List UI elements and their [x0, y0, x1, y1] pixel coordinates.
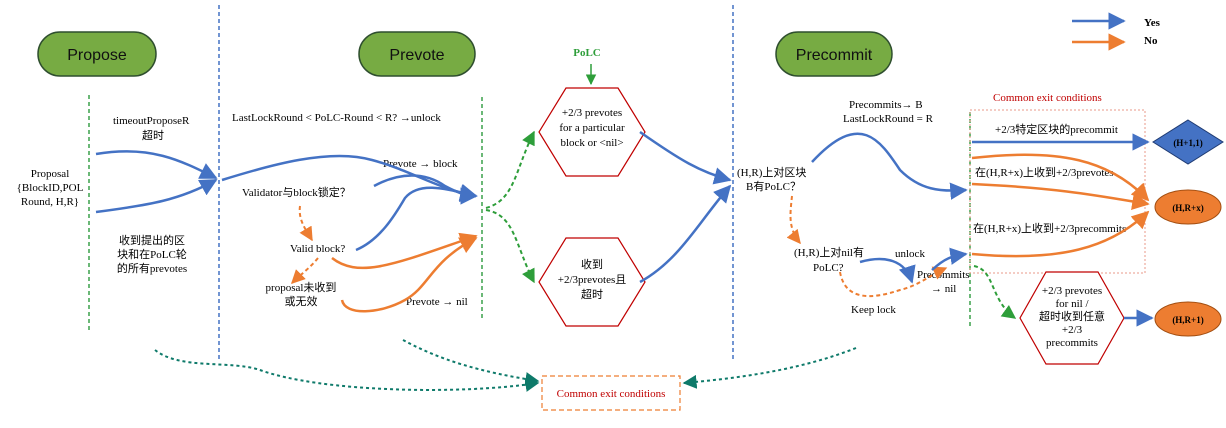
- hex-polc-timeout: 收到 +2/3prevotes且 超时: [538, 237, 646, 327]
- locked-question: Validator与block锁定？: [242, 185, 351, 199]
- phase-propose: Propose: [37, 31, 157, 77]
- arrow-locked-no: [298, 205, 313, 242]
- legend-no-label: No: [1144, 35, 1158, 47]
- exit-line-1: +2/3特定区块的precommit: [995, 122, 1118, 136]
- svg-text:block or <nil>: block or <nil>: [560, 137, 623, 149]
- arrow-exit-from-prevote: [402, 339, 540, 386]
- exit-line-3: 在(H,R+x)上收到+2/3precommits: [973, 221, 1126, 235]
- svg-text:收到: 收到: [581, 257, 603, 271]
- svg-text:Common exit conditions: Common exit conditions: [557, 388, 666, 400]
- svg-text:for nil /: for nil /: [1056, 298, 1090, 310]
- bottom-exit-box: Common exit conditions: [541, 375, 681, 411]
- proposal-label-2: {BlockID,POL: [17, 182, 84, 194]
- svg-text:+2/3prevotes且: +2/3prevotes且: [558, 274, 627, 286]
- svg-text:Precommit: Precommit: [796, 47, 873, 64]
- svg-text:Prevote: Prevote: [389, 47, 444, 64]
- svg-text:+2/3: +2/3: [1062, 324, 1083, 336]
- propose-timeout-label: timeoutProposeR: [113, 115, 190, 127]
- valid-question: Valid block?: [290, 243, 345, 255]
- svg-text:(H,R+1): (H,R+1): [1172, 315, 1203, 325]
- target-next-height: (H+1,1): [1152, 119, 1224, 165]
- arrow-exit-round-x-1: [971, 153, 1150, 202]
- arrow-exit-from-precommit: [682, 347, 857, 389]
- polc-nil-question-2: PoLC?: [813, 262, 844, 274]
- arrow-prevote-hex2: [485, 209, 535, 284]
- phase-prevote: Prevote: [358, 31, 476, 77]
- svg-text:超时: 超时: [581, 287, 603, 301]
- svg-text:(H,R+x): (H,R+x): [1172, 203, 1203, 213]
- arrow-invalid-nil: [340, 236, 478, 313]
- prevote-nil-label: Prevote → nil: [406, 296, 468, 308]
- polc-block-question-2: B有PoLC？: [746, 179, 801, 193]
- svg-text:+2/3 prevotes: +2/3 prevotes: [1042, 285, 1102, 297]
- svg-text:+2/3 prevotes: +2/3 prevotes: [562, 107, 622, 119]
- phase-precommit: Precommit: [775, 31, 893, 77]
- hex-precommit-nil: +2/3 prevotes for nil / 超时收到任意 +2/3 prec…: [1019, 271, 1125, 365]
- arrow-hex1-precommit: [639, 130, 732, 185]
- arrow-nil-precommit: [931, 247, 968, 271]
- arrow-valid-no: [291, 257, 319, 284]
- arrow-timeout: [95, 150, 218, 180]
- arrow-polc-no: [786, 195, 801, 245]
- precommit-condition-2: LastLockRound = R: [843, 113, 934, 125]
- exit-line-2: 在(H,R+x)上收到+2/3prevotes: [975, 165, 1114, 179]
- arrow-exit-from-propose: [154, 349, 540, 392]
- invalid-label-2: 或无效: [285, 294, 318, 308]
- received-label: 收到提出的区: [119, 233, 185, 247]
- arrow-unlock: [859, 257, 916, 284]
- prevote-condition: LastLockRound < PoLC-Round < R? →unlock: [232, 112, 441, 124]
- polc-block-question: (H,R)上对区块: [737, 165, 806, 179]
- target-round-next: (H,R+1): [1154, 301, 1222, 337]
- proposal-label: Proposal: [31, 168, 70, 180]
- arrow-hex2-precommit: [639, 184, 732, 284]
- polc-nil-question: (H,R)上对nil有: [794, 245, 864, 259]
- received-label-3: 的所有prevotes: [117, 261, 187, 275]
- hex-polc-block: +2/3 prevotes for a particular block or …: [538, 87, 646, 177]
- arrow-exit-round-x-3: [971, 210, 1150, 258]
- svg-text:Propose: Propose: [67, 47, 127, 64]
- svg-text:(H+1,1): (H+1,1): [1173, 138, 1202, 148]
- precommit-condition: Precommits→ B: [849, 99, 923, 111]
- unlock-label: unlock: [895, 248, 925, 260]
- svg-text:超时收到任意: 超时收到任意: [1039, 309, 1105, 323]
- arrow-received: [95, 178, 218, 214]
- svg-text:precommits: precommits: [1046, 337, 1098, 349]
- arrow-valid-block: [355, 183, 478, 252]
- svg-text:for a particular: for a particular: [559, 122, 625, 134]
- arrow-exit-round-x-2: [971, 182, 1150, 211]
- arrow-unlock-block: [221, 154, 478, 203]
- prevote-block-label: Prevote → block: [383, 158, 458, 170]
- proposal-label-3: Round, H,R}: [21, 196, 79, 208]
- polc-label: PoLC: [573, 47, 601, 59]
- arrow-valid-nil: [331, 232, 478, 270]
- precommit-nil-label-2: → nil: [931, 283, 956, 295]
- exit-conditions-title: Common exit conditions: [993, 92, 1102, 104]
- arrow-precommit-hex: [973, 265, 1017, 319]
- legend-yes-label: Yes: [1144, 17, 1161, 29]
- invalid-label: proposal未收到: [266, 280, 337, 294]
- arrow-keep-lock: [839, 266, 948, 298]
- target-round-x: (H,R+x): [1154, 189, 1222, 225]
- keep-lock-label: Keep lock: [851, 304, 896, 316]
- arrow-prevote-hex1: [485, 130, 535, 209]
- received-label-2: 块和在PoLC轮: [117, 247, 187, 261]
- arrow-precommit-block: [811, 132, 968, 200]
- propose-timeout-label-2: 超时: [142, 128, 164, 142]
